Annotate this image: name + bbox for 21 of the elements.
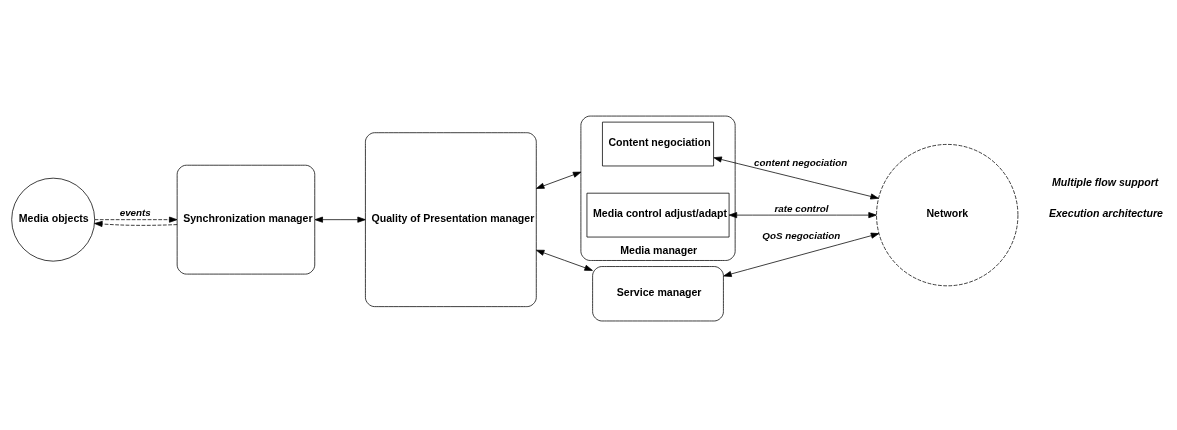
label: Execution architecture xyxy=(1048,206,1163,219)
node-box: Quality of Presentation manager xyxy=(365,131,537,307)
label: Multiple flow support xyxy=(1051,175,1159,188)
arrow xyxy=(314,216,366,223)
edge-label: QoS negociation xyxy=(762,229,841,241)
arrow xyxy=(728,211,877,218)
node-box: Content negociation xyxy=(602,121,714,166)
arrow xyxy=(536,249,593,271)
node-box: Synchronization manager xyxy=(176,164,316,274)
edge-label: content negociation xyxy=(754,156,848,168)
node-circle: Network xyxy=(876,143,1019,286)
node-box: Media control adjust/adapt xyxy=(586,192,730,237)
edge-label: rate control xyxy=(774,202,829,214)
arrow xyxy=(536,171,582,189)
edge-label: events xyxy=(119,206,151,218)
node-box: Service manager xyxy=(592,265,724,321)
arrow xyxy=(723,232,880,277)
arrow xyxy=(94,220,178,227)
arrow xyxy=(713,156,879,199)
arrow xyxy=(94,216,178,223)
node-circle: Media objects xyxy=(11,177,96,262)
